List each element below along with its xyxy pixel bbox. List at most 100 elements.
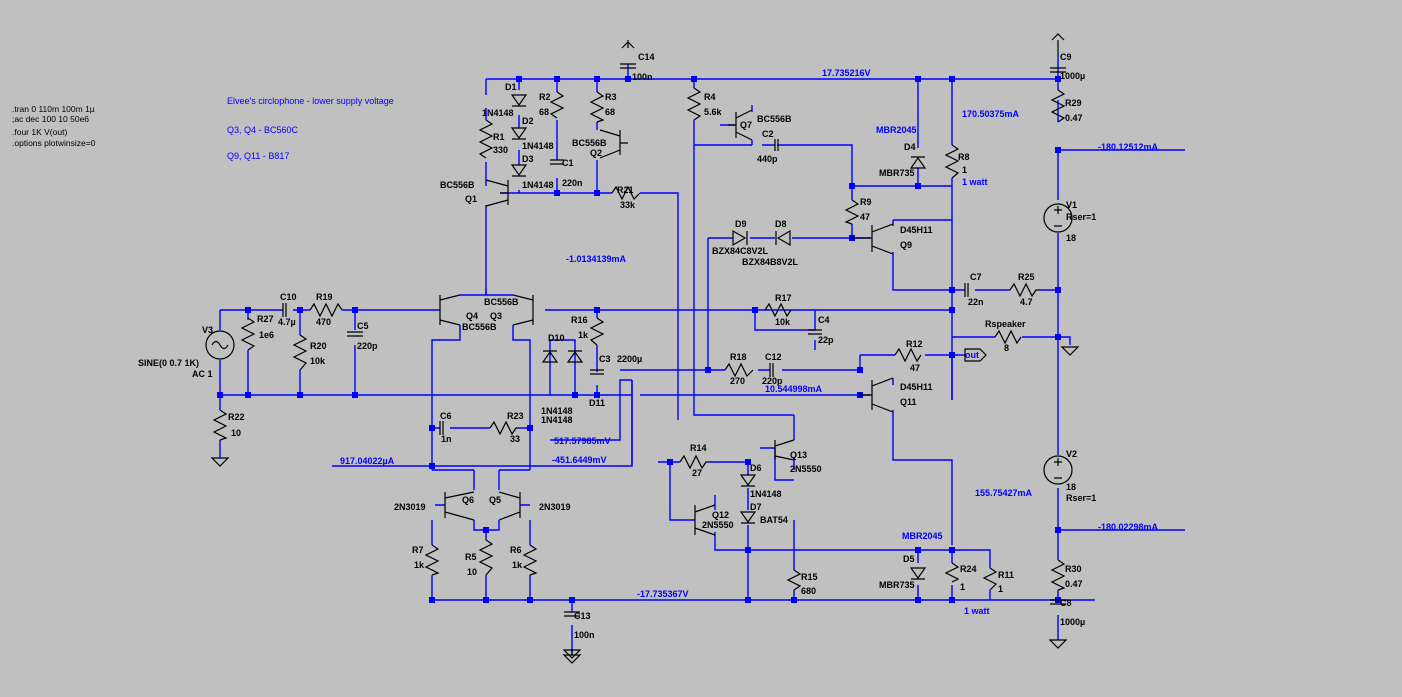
component-label: BC556B [757,114,792,124]
capacitor-c12[interactable] [769,363,774,377]
transistor-q4[interactable] [439,294,461,326]
component-label: 0.47 [1065,113,1083,123]
diode-d3[interactable] [510,164,528,177]
resistor-r30[interactable] [1050,559,1066,591]
component-label: D45H11 [900,225,933,235]
resistor-r15[interactable] [786,569,802,591]
resistor-r22[interactable] [212,409,228,441]
component-label: D3 [522,154,534,164]
capacitor-c6[interactable] [439,421,444,435]
resistor-r2[interactable] [549,91,565,119]
probe-i-q4: -1.0134139mA [566,254,627,264]
component-label: R23 [507,411,524,421]
transistor-q13[interactable] [774,439,795,461]
comments: Elvee's circlophone - lower supply volta… [227,96,394,161]
component-label: C6 [440,411,452,421]
transistor-q3[interactable] [512,294,534,326]
source-v3[interactable] [205,330,235,360]
capacitor-c9[interactable] [1050,33,1066,73]
capacitor-c5[interactable] [347,331,363,337]
resistor-r27[interactable] [240,317,256,351]
resistor-r20[interactable] [292,334,308,371]
capacitor-c1[interactable] [550,159,564,165]
capacitor-c10[interactable] [282,303,287,317]
diode-d11[interactable] [566,350,584,363]
transistor-q1[interactable] [485,179,509,207]
resistor-r16[interactable] [589,317,605,346]
resistor-r14[interactable] [679,454,710,470]
component-label: Q6 [462,495,474,505]
resistor-r19[interactable] [309,302,343,318]
component-label: C1 [562,158,574,168]
directive-options: .options plotwinsize=0 [12,138,96,148]
resistor-rspeaker[interactable] [994,329,1022,345]
transistor-q6[interactable] [444,491,475,521]
capacitor-c3[interactable] [590,369,604,375]
diode-d8[interactable] [775,229,791,247]
capacitor-c7[interactable] [964,283,969,297]
diode-d6[interactable] [739,474,757,487]
resistor-r24[interactable] [944,562,960,583]
component-label: R2 [539,92,551,102]
resistor-r11[interactable] [982,567,998,591]
capacitor-c8[interactable] [1048,599,1068,649]
out-flag[interactable] [964,348,987,362]
diode-d10[interactable] [541,350,559,363]
diode-d9[interactable] [732,229,748,247]
resistor-r23[interactable] [489,420,520,436]
component-label: 68 [539,107,549,117]
resistor-r21[interactable] [611,185,641,201]
transistor-q2[interactable] [599,129,628,159]
component-label: Rspeaker [985,319,1026,329]
source-v1[interactable] [1043,203,1073,233]
resistor-r18[interactable] [724,362,754,378]
diode-d5[interactable] [909,567,927,580]
component-label: R6 [510,545,522,555]
wires [219,55,1185,655]
resistor-r6[interactable] [522,544,538,576]
resistor-r8[interactable] [944,144,960,179]
component-label: C8 [1060,598,1072,608]
resistor-r25[interactable] [1009,282,1040,298]
resistor-r4[interactable] [686,87,702,121]
resistor-r7[interactable] [424,544,440,576]
ground-speaker[interactable] [1060,346,1080,356]
diode-d2[interactable] [510,127,528,140]
transistor-q5[interactable] [498,491,521,521]
resistor-r1[interactable] [478,119,494,159]
resistor-r3[interactable] [589,91,605,123]
component-label: C13 [574,611,591,621]
capacitor-c14[interactable] [620,40,636,69]
ground-c13[interactable] [562,654,582,664]
component-label: 1e6 [259,330,274,340]
capacitor-c4[interactable] [808,329,822,335]
resistor-r5[interactable] [478,539,494,576]
transistor-q7[interactable] [728,109,753,141]
resistor-r9[interactable] [844,199,860,225]
transistor-q12[interactable] [694,504,716,536]
component-label: 440p [757,154,778,164]
capacitor-c2[interactable] [774,139,779,151]
component-label: 8 [1004,343,1009,353]
diode-d4[interactable] [909,156,927,169]
component-label: 33k [620,200,636,210]
diode-d1[interactable] [510,94,528,107]
source-v2[interactable] [1043,455,1073,485]
component-label: AC 1 [192,369,213,379]
ground-r22[interactable] [210,457,230,467]
transistor-q11[interactable] [860,377,894,413]
label-out: out [965,350,979,360]
component-label: 1 [998,584,1003,594]
capacitor-c13[interactable] [562,611,582,659]
diode-d7[interactable] [739,511,757,524]
component-label: 5.6k [704,107,723,117]
resistor-r29[interactable] [1050,89,1066,123]
probe-i-v1: -180.12512mA [1098,142,1159,152]
component-label: R1 [493,132,505,142]
resistor-r17[interactable] [764,302,792,318]
transistor-q9[interactable] [852,223,894,255]
component-label: 2N5550 [702,520,734,530]
resistor-r12[interactable] [894,347,922,363]
